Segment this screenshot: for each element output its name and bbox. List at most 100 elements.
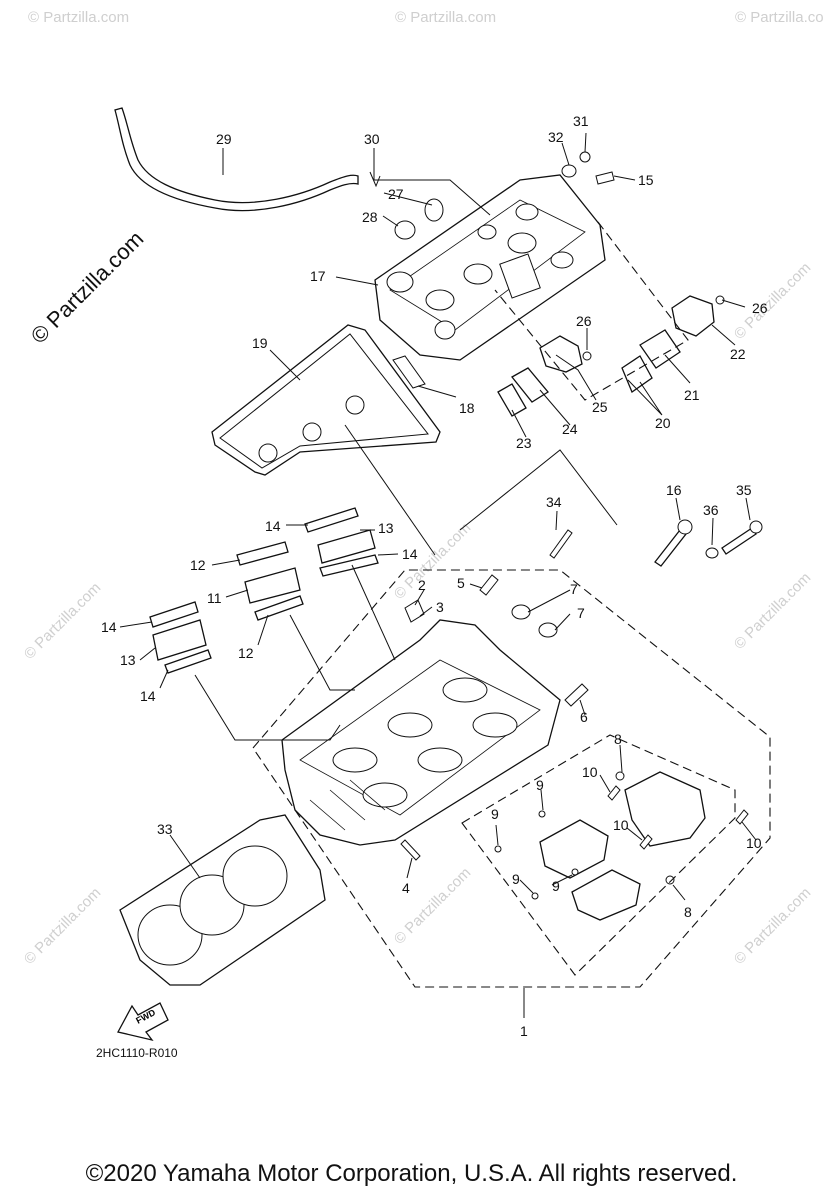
cover-outline <box>494 221 689 401</box>
callout-2: 2 <box>418 577 426 593</box>
ring-13 <box>317 529 376 564</box>
dowel-8 <box>615 771 625 781</box>
plug-boss <box>507 232 537 254</box>
ring-11 <box>244 567 301 604</box>
ring-14 <box>164 649 212 674</box>
callout-13b: 13 <box>120 652 136 668</box>
callout-labels: 29 30 31 32 15 27 28 17 19 18 26 26 22 2… <box>101 113 768 1039</box>
cylinder-head-gasket <box>119 814 326 986</box>
callout-9a: 9 <box>536 777 544 793</box>
watermark-text: © Partzilla.com <box>731 569 814 652</box>
breather-hose <box>114 107 359 212</box>
fwd-arrow: FWD <box>117 1002 169 1042</box>
copyright-notice: ©2020 Yamaha Motor Corporation, U.S.A. A… <box>85 1160 738 1187</box>
cylinder-head-assembly-outline <box>252 569 771 988</box>
bolt-26 <box>715 295 725 305</box>
watermark-text: © Partzilla.com <box>28 9 129 26</box>
ring-14 <box>319 554 379 577</box>
callout-18: 18 <box>459 400 475 416</box>
callout-1: 1 <box>520 1023 528 1039</box>
plug-boss <box>386 271 414 293</box>
callout-8a: 8 <box>614 731 622 747</box>
washer-32 <box>561 164 577 178</box>
cam-rings <box>149 507 379 674</box>
callout-14d: 14 <box>140 688 156 704</box>
plate-24 <box>511 367 549 403</box>
callout-36: 36 <box>703 502 719 518</box>
watermark-text: © Partzilla.com <box>21 884 104 967</box>
gasket-ring <box>345 395 365 415</box>
sensor-15 <box>595 171 615 185</box>
callout-5: 5 <box>457 575 465 591</box>
leader-lines <box>119 132 757 1018</box>
bolt-35 <box>721 527 757 555</box>
callout-26a: 26 <box>576 313 592 329</box>
cam-cap <box>571 869 641 921</box>
watermark-text: © Partzilla.com <box>395 9 496 26</box>
callout-34: 34 <box>546 494 562 510</box>
cover-22 <box>671 295 715 337</box>
plug-boss <box>463 263 493 285</box>
bracket-25 <box>539 335 583 373</box>
watermark-text: © Partzilla.com <box>735 9 823 26</box>
callout-22: 22 <box>730 346 746 362</box>
plug-boss <box>550 251 574 269</box>
bolt-10 <box>735 809 749 825</box>
dowel-8 <box>665 875 675 885</box>
dowel-9 <box>571 868 579 876</box>
gasket-ring <box>302 422 322 442</box>
bolt-10 <box>607 785 621 801</box>
callout-19: 19 <box>252 335 268 351</box>
ring-12 <box>236 541 289 566</box>
callout-12b: 12 <box>238 645 254 661</box>
callout-10b: 10 <box>613 817 629 833</box>
callout-7b: 7 <box>577 605 585 621</box>
cam-caps <box>494 771 749 921</box>
callout-3: 3 <box>436 599 444 615</box>
callout-14c: 14 <box>101 619 117 635</box>
reed-20 <box>621 355 653 393</box>
ring-13 <box>152 619 207 661</box>
callout-31: 31 <box>573 113 589 129</box>
bolt-10 <box>639 834 653 850</box>
callout-26b: 26 <box>752 300 768 316</box>
callout-24: 24 <box>562 421 578 437</box>
ring-14 <box>149 601 199 628</box>
callout-32: 32 <box>548 129 564 145</box>
fitting-2 <box>404 599 425 623</box>
cam-cap <box>539 819 609 879</box>
watermark-text: © Partzilla.com <box>731 884 814 967</box>
dowel-9 <box>494 845 502 853</box>
callout-10a: 10 <box>582 764 598 780</box>
callout-29: 29 <box>216 131 232 147</box>
plug-boss <box>425 289 455 311</box>
partzilla-watermark: © Partzilla.com <box>26 226 149 349</box>
plug-boss <box>515 203 539 221</box>
cap-31 <box>579 151 591 163</box>
callout-13a: 13 <box>378 520 394 536</box>
callout-14b: 14 <box>402 546 418 562</box>
callout-16: 16 <box>666 482 682 498</box>
gasket-18 <box>392 355 426 389</box>
callout-6: 6 <box>580 709 588 725</box>
cylinder-head-cover <box>374 174 606 361</box>
cam-cap-outline <box>461 734 736 976</box>
watermark-text: © Partzilla.com <box>731 259 814 342</box>
callout-27: 27 <box>388 186 404 202</box>
callout-20: 20 <box>655 415 671 431</box>
bolt-26 <box>582 351 592 361</box>
callout-10c: 10 <box>746 835 762 851</box>
clip-30 <box>369 171 381 188</box>
reed-23 <box>497 383 527 417</box>
head-bolts <box>549 519 763 567</box>
callout-4: 4 <box>402 880 410 896</box>
cover-small-parts <box>369 151 615 240</box>
stud-34 <box>549 529 573 559</box>
assembly-outlines <box>252 221 771 988</box>
callout-9d: 9 <box>512 871 520 887</box>
callout-14a: 14 <box>265 518 281 534</box>
cam-cap <box>624 771 706 847</box>
callout-35: 35 <box>736 482 752 498</box>
callout-8b: 8 <box>684 904 692 920</box>
